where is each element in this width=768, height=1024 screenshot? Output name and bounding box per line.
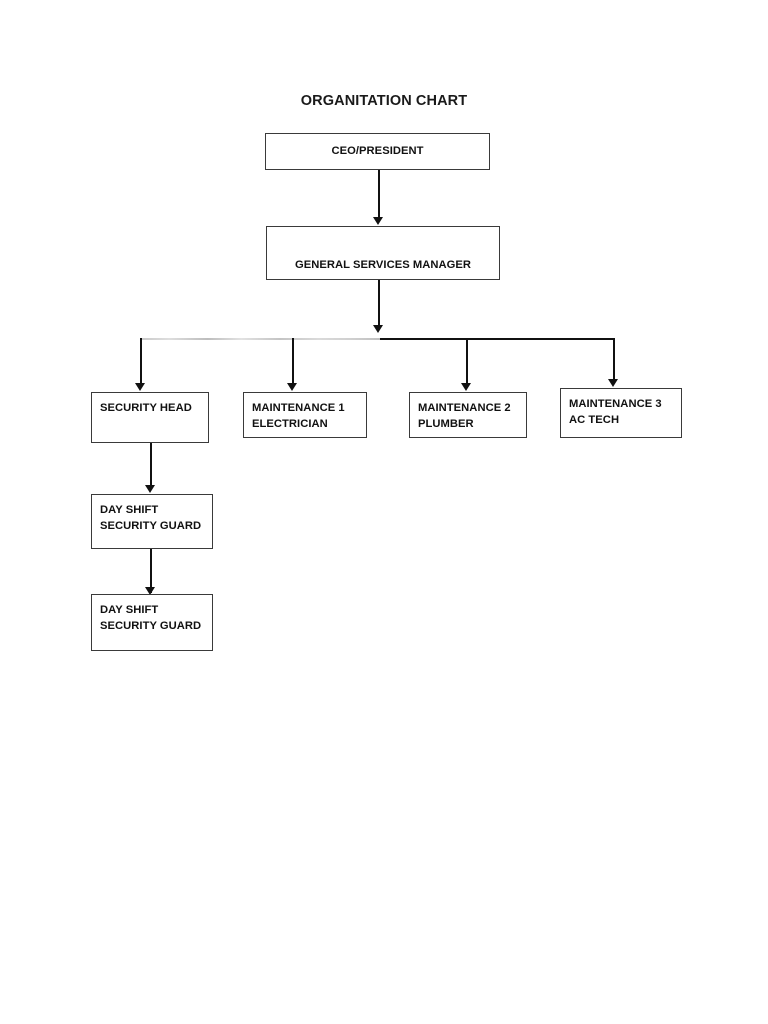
connector-bus-to-security-head xyxy=(140,338,142,385)
node-maintenance-2[interactable]: MAINTENANCE 2 PLUMBER xyxy=(409,392,527,438)
connector-guard-1-to-guard-2 xyxy=(150,549,152,593)
arrowhead-ceo-to-gsm-icon xyxy=(373,217,383,225)
node-day-shift-security-guard-2[interactable]: DAY SHIFT SECURITY GUARD xyxy=(91,594,213,651)
arrowhead-guard-2-icon xyxy=(145,587,155,595)
arrowhead-maintenance-2-icon xyxy=(461,383,471,391)
node-ceo-label: CEO/PRESIDENT xyxy=(331,145,424,158)
node-maintenance-3[interactable]: MAINTENANCE 3 AC TECH xyxy=(560,388,682,438)
connector-security-head-to-guard-1 xyxy=(150,443,152,487)
connector-bus-right xyxy=(380,338,614,340)
node-ceo[interactable]: CEO/PRESIDENT xyxy=(265,133,490,170)
node-security-head-label: SECURITY HEAD xyxy=(100,402,192,414)
connector-gsm-to-bus xyxy=(378,280,380,328)
node-general-services-manager-label: GENERAL SERVICES MANAGER xyxy=(294,258,472,271)
node-day-shift-security-guard-2-label: DAY SHIFT SECURITY GUARD xyxy=(100,604,202,633)
page-title: ORGANITATION CHART xyxy=(300,93,468,109)
connector-bus-to-maintenance-2 xyxy=(466,338,468,385)
node-maintenance-1-label: MAINTENANCE 1 ELECTRICIAN xyxy=(252,402,345,431)
arrowhead-gsm-to-bus-icon xyxy=(373,325,383,333)
connector-ceo-to-gsm xyxy=(378,170,380,220)
node-day-shift-security-guard-1[interactable]: DAY SHIFT SECURITY GUARD xyxy=(91,494,213,549)
node-day-shift-security-guard-1-label: DAY SHIFT SECURITY GUARD xyxy=(100,504,202,533)
node-maintenance-2-label: MAINTENANCE 2 PLUMBER xyxy=(418,402,511,431)
connector-bus-to-maintenance-1 xyxy=(292,338,294,385)
arrowhead-maintenance-3-icon xyxy=(608,379,618,387)
connector-bus-left-faded xyxy=(140,338,381,340)
node-general-services-manager[interactable]: GENERAL SERVICES MANAGER xyxy=(266,226,500,280)
arrowhead-maintenance-1-icon xyxy=(287,383,297,391)
connector-bus-to-maintenance-3 xyxy=(613,338,615,381)
node-security-head[interactable]: SECURITY HEAD xyxy=(91,392,209,443)
arrowhead-security-head-icon xyxy=(135,383,145,391)
node-maintenance-3-label: MAINTENANCE 3 AC TECH xyxy=(569,398,662,427)
arrowhead-guard-1-icon xyxy=(145,485,155,493)
node-maintenance-1[interactable]: MAINTENANCE 1 ELECTRICIAN xyxy=(243,392,367,438)
